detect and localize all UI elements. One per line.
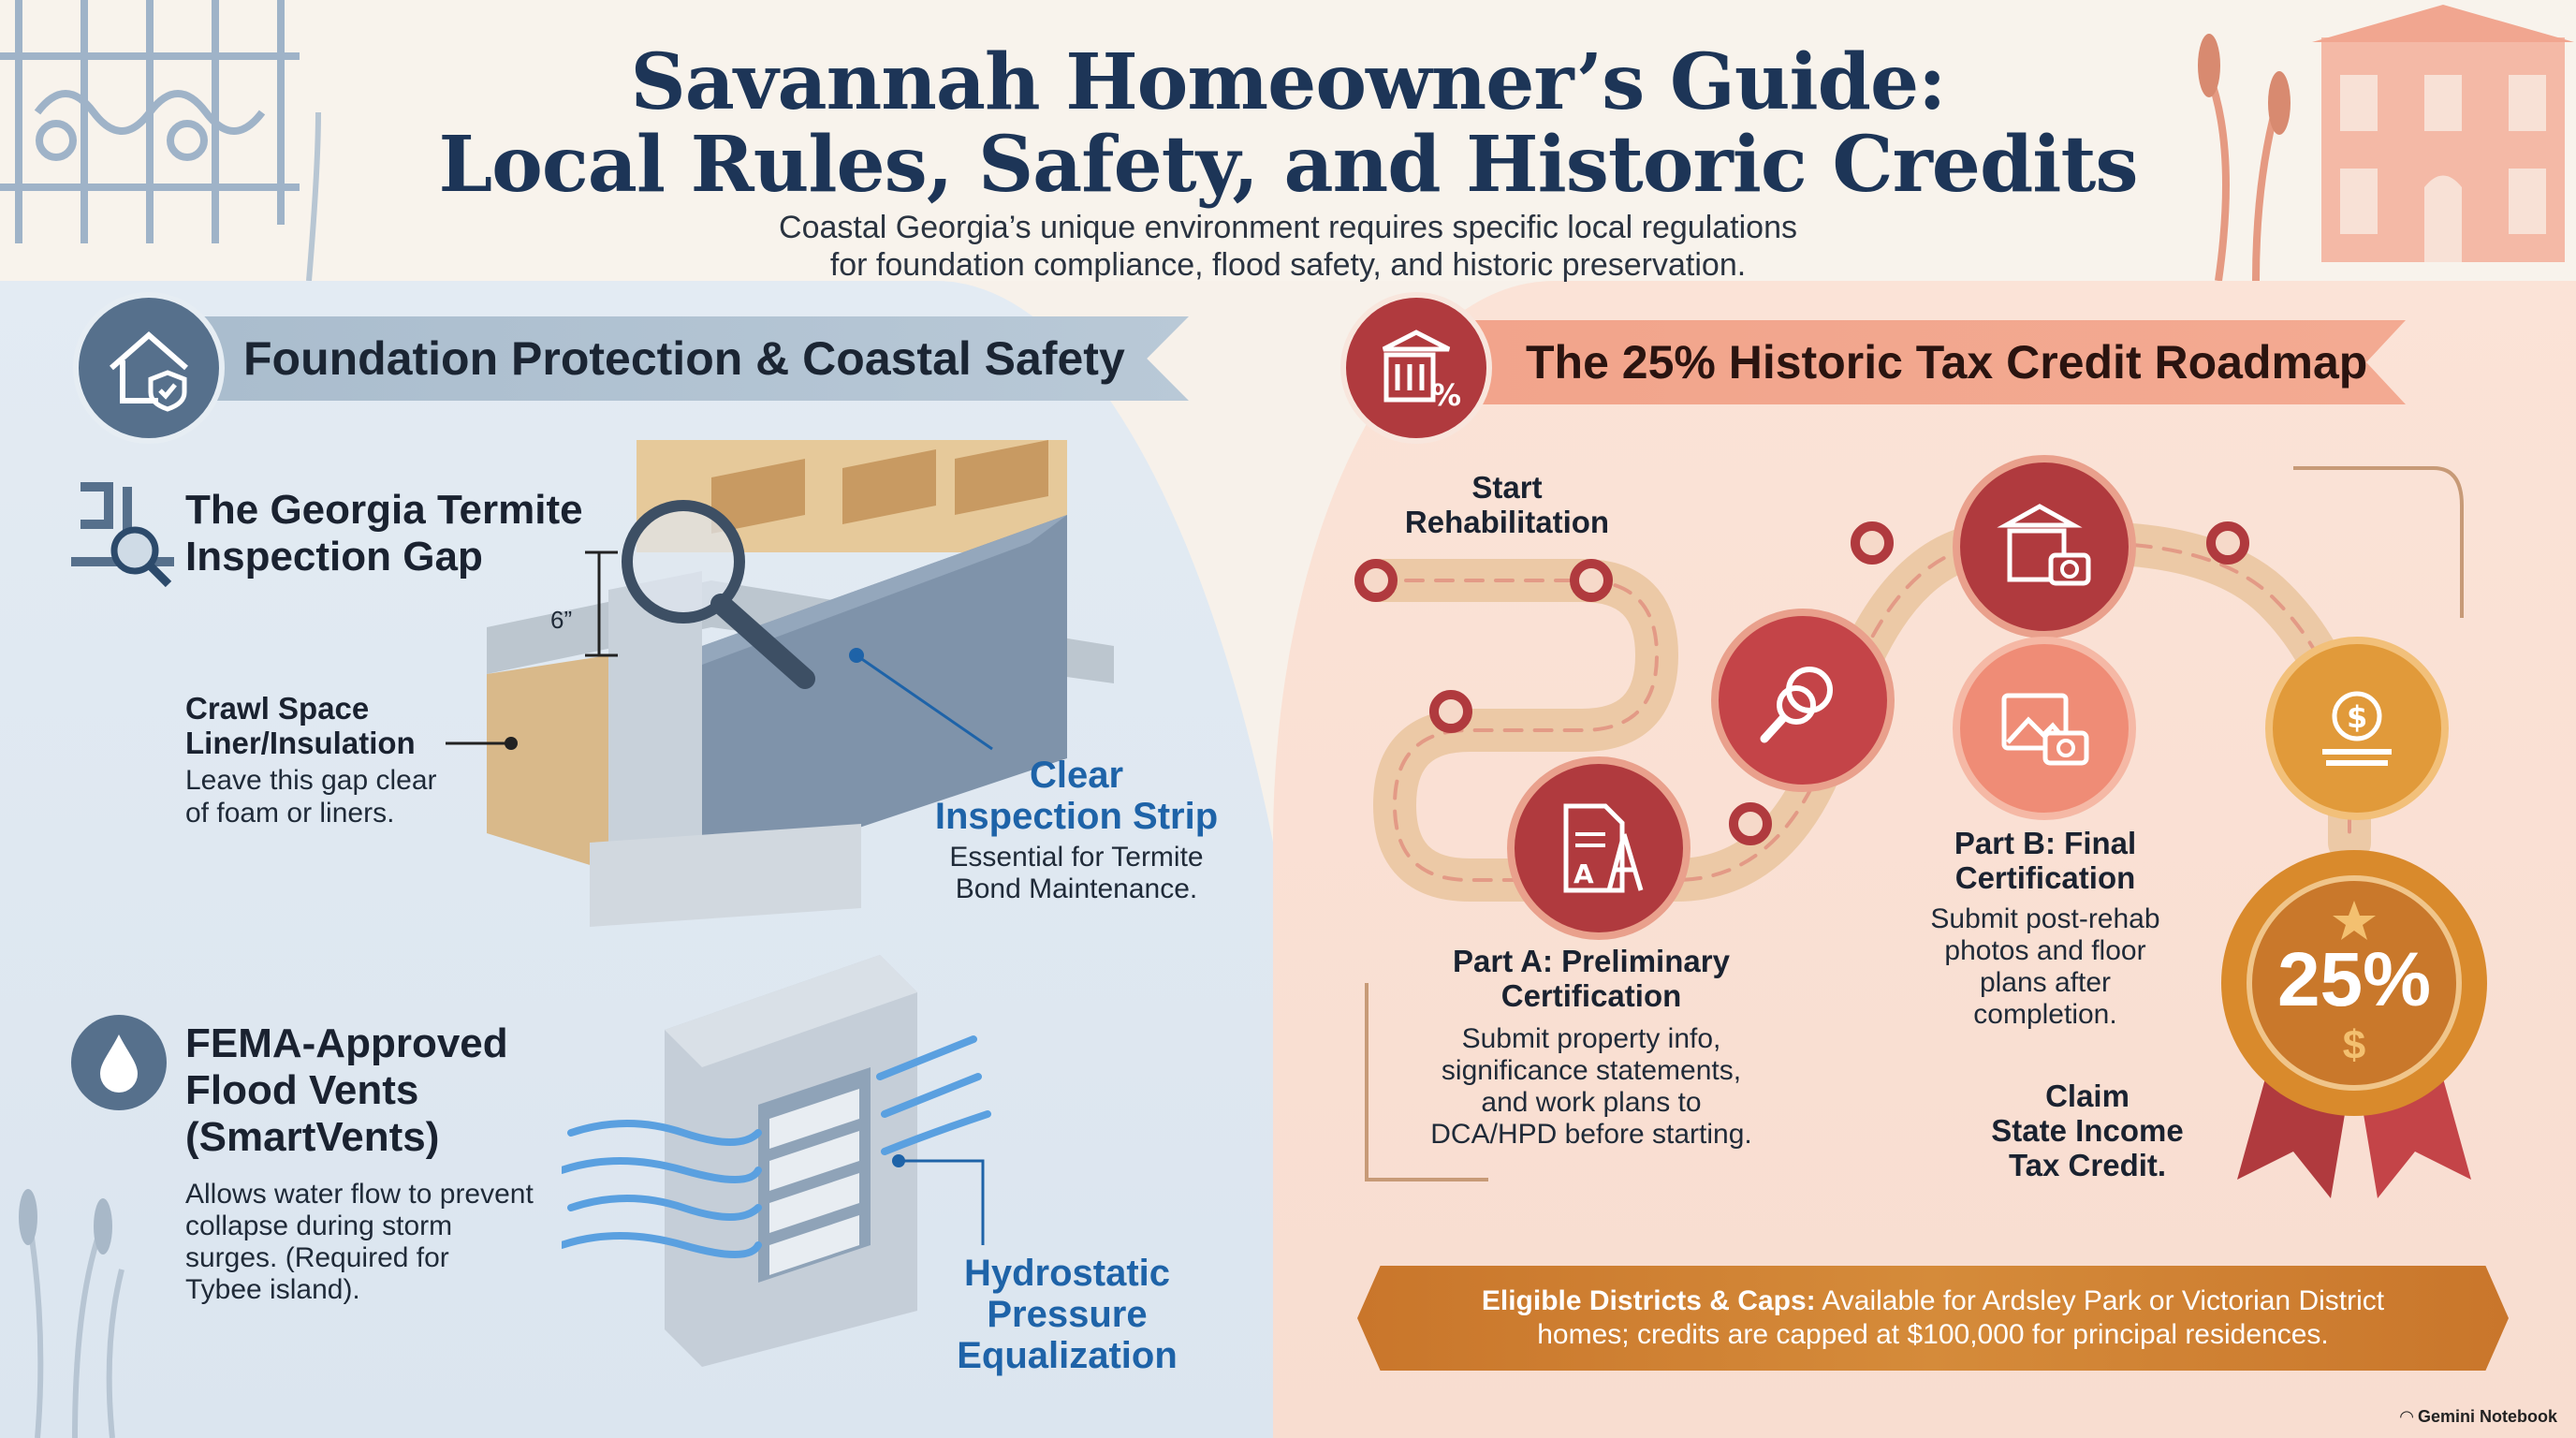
iron-gate-decoration: [0, 0, 321, 281]
bar-text-line1: Available for Ardsley Park or Victorian …: [1815, 1285, 2385, 1316]
historic-building-decoration: [2198, 5, 2574, 281]
strip-title-line1: Clear: [1029, 755, 1124, 796]
liner-title-line2: Liner/Insulation: [185, 726, 416, 760]
photo-camera-icon: [1953, 637, 2136, 820]
termite-heading-line2: Inspection Gap: [185, 534, 483, 580]
hydro-line3: Equalization: [957, 1335, 1178, 1376]
magnifier-foundation-icon: [71, 482, 174, 588]
partA-text-line3: and work plans to: [1481, 1087, 1702, 1118]
house-shield-icon: [73, 292, 225, 444]
partA-text-line4: DCA/HPD before starting.: [1430, 1119, 1752, 1150]
header-background: [0, 0, 2576, 281]
building-percent-icon: %: [1340, 292, 1492, 444]
eligible-districts-banner: Eligible Districts & Caps: Available for…: [1357, 1266, 2509, 1371]
gemini-logo-icon: ◠: [2400, 1407, 2418, 1426]
subtitle-line1: Coastal Georgia’s unique environment req…: [779, 210, 1797, 245]
document-compass-icon: A: [1507, 756, 1690, 940]
subtitle-line2: for foundation compliance, flood safety,…: [829, 247, 1747, 283]
cattail-decoration: [19, 1189, 124, 1438]
partB-text-line1: Submit post-rehab: [1930, 903, 2160, 934]
hydro-line1: Hydrostatic: [963, 1253, 1171, 1294]
medal-dollar-icon: $: [2342, 1022, 2366, 1068]
svg-text:A: A: [1573, 858, 1594, 889]
liner-title-line1: Crawl Space: [185, 691, 370, 726]
flood-heading-line3: (SmartVents): [185, 1114, 440, 1160]
claim-line3: Tax Credit.: [2008, 1148, 2167, 1182]
page-title-line2: Local Rules, Safety, and Historic Credit…: [438, 120, 2138, 210]
flood-text-line2: collapse during storm: [185, 1211, 453, 1241]
partA-title-line2: Certification: [1500, 978, 1682, 1013]
medal-ribbon-icon: [2221, 850, 2487, 1198]
roadmap-path: [1354, 466, 2464, 1181]
magnifier-gear-icon: [1711, 609, 1895, 792]
flood-heading-line1: FEMA-Approved: [185, 1020, 508, 1066]
termite-heading-line1: The Georgia Termite: [185, 487, 583, 533]
flood-text-line3: surges. (Required for: [185, 1242, 449, 1273]
strip-title-line2: Inspection Strip: [934, 796, 1219, 837]
building-camera-icon: [1953, 455, 2136, 638]
tax-credit-banner: The 25% Historic Tax Credit Roadmap: [1423, 320, 2406, 404]
partB-text-line2: photos and floor: [1944, 935, 2146, 966]
claim-line1: Claim: [2045, 1078, 2130, 1113]
foundation-safety-banner: Foundation Protection & Coastal Safety: [140, 316, 1189, 401]
flood-text-line4: Tybee island).: [185, 1274, 360, 1305]
liner-pointer-line: [446, 737, 518, 750]
foundation-cross-section-illustration: [487, 440, 1114, 927]
medal-value: 25%: [2276, 937, 2432, 1022]
page-title-line1: Savannah Homeowner’s Guide:: [630, 37, 1947, 127]
claim-line2: State Income: [1991, 1113, 2184, 1148]
partA-title-line1: Part A: Preliminary: [1453, 944, 1730, 978]
partB-title-line1: Part B: Final: [1954, 826, 2137, 860]
coin-stack-icon: $: [2265, 637, 2449, 820]
partA-text-line1: Submit property info,: [1461, 1023, 1721, 1054]
svg-text:%: %: [1431, 377, 1461, 413]
svg-text:$: $: [2347, 699, 2367, 735]
liner-text-line1: Leave this gap clear: [185, 765, 437, 796]
bar-text-line2: homes; credits are capped at $100,000 fo…: [1537, 1319, 2329, 1350]
gap-measurement: 6”: [550, 606, 573, 634]
partB-text-line3: plans after: [1979, 967, 2112, 998]
flood-vent-illustration: [562, 955, 991, 1367]
start-line2: Rehabilitation: [1404, 505, 1610, 539]
bar-label: Eligible Districts & Caps:: [1481, 1285, 1816, 1316]
liner-text-line2: of foam or liners.: [185, 798, 395, 829]
flood-text-line1: Allows water flow to prevent: [185, 1179, 534, 1210]
gemini-notebook-credit: ◠ Gemini Notebook: [2400, 1407, 2557, 1427]
strip-text-line2: Bond Maintenance.: [955, 873, 1198, 904]
partB-title-line2: Certification: [1954, 860, 2136, 895]
partB-text-line4: completion.: [1973, 999, 2117, 1030]
credit-text: Gemini Notebook: [2417, 1407, 2557, 1426]
start-line1: Start: [1471, 470, 1543, 505]
flood-heading-line2: Flood Vents: [185, 1067, 419, 1113]
strip-text-line1: Essential for Termite: [949, 842, 1204, 873]
hydro-line2: Pressure: [987, 1294, 1148, 1335]
water-drop-icon: [71, 1015, 167, 1110]
partA-text-line2: significance statements,: [1441, 1055, 1742, 1086]
